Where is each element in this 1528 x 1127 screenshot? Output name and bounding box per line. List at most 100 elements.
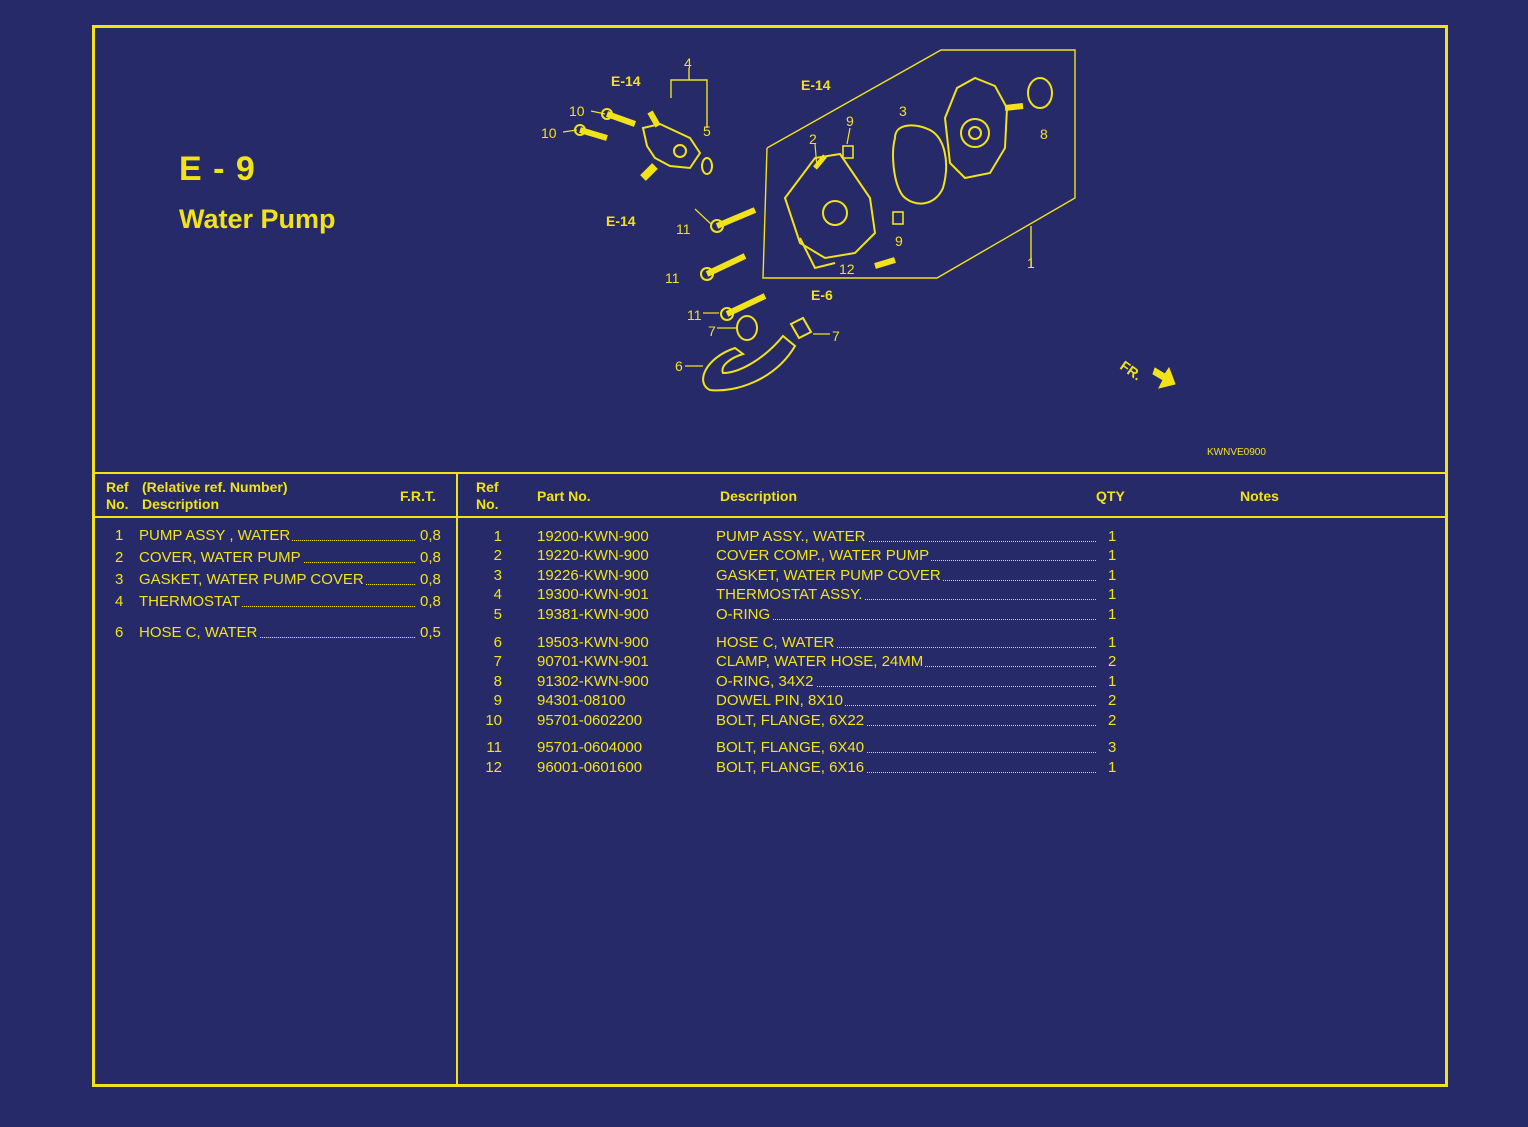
part-qty: 2 (1108, 653, 1117, 670)
part-qty: 1 (1108, 759, 1117, 776)
part-description-leader: O-RING (716, 605, 1096, 625)
vertical-divider (456, 472, 458, 1084)
frt-description: PUMP ASSY , WATER (139, 526, 293, 546)
frt-description: COVER, WATER PUMP (139, 548, 303, 568)
part-qty: 1 (1108, 634, 1117, 651)
frt-description: THERMOSTAT (139, 592, 243, 612)
frt-description-leader: HOSE C, WATER (139, 623, 415, 643)
part-description: BOLT, FLANGE, 6X16 (716, 758, 867, 778)
part-number: 19200-KWN-900 (537, 528, 649, 545)
part-qty: 1 (1108, 567, 1117, 584)
parts-header-notes: Notes (1240, 488, 1279, 504)
part-ref-no: 8 (493, 673, 502, 690)
part-qty: 1 (1108, 606, 1117, 623)
part-description: THERMOSTAT ASSY. (716, 585, 865, 605)
part-description: CLAMP, WATER HOSE, 24MM (716, 652, 926, 672)
diagram-label: 2 (809, 131, 817, 147)
parts-table-row: 9 94301-08100 DOWEL PIN, 8X10 2 (458, 691, 1445, 711)
diagram-code: KWNVE0900 (1207, 447, 1266, 458)
part-ref-no: 12 (485, 759, 502, 776)
part-description: O-RING, 34X2 (716, 672, 816, 692)
part-qty: 2 (1108, 692, 1117, 709)
frt-ref-no: 2 (115, 549, 124, 566)
part-description-leader: DOWEL PIN, 8X10 (716, 691, 1096, 711)
part-description: BOLT, FLANGE, 6X22 (716, 711, 867, 731)
diagram-label: 5 (703, 123, 711, 139)
frt-value: 0,8 (420, 571, 441, 588)
thermostat-housing-shape (640, 110, 713, 181)
frt-description-leader: PUMP ASSY , WATER (139, 526, 415, 546)
part-number: 91302-KWN-900 (537, 673, 649, 690)
diagram-label: 7 (708, 323, 716, 339)
diagram-label: 1 (1027, 255, 1035, 271)
part-description: DOWEL PIN, 8X10 (716, 691, 845, 711)
frt-description: HOSE C, WATER (139, 623, 260, 643)
parts-header-description: Description (720, 488, 798, 504)
part-ref-no: 3 (493, 567, 502, 584)
part-number: 19503-KWN-900 (537, 634, 649, 651)
part-description: O-RING (716, 605, 773, 625)
diagram-label: 11 (665, 270, 680, 286)
frt-value: 0,8 (420, 593, 441, 610)
diagram-label: 11 (676, 221, 691, 237)
part-ref-no: 4 (493, 586, 502, 603)
part-number: 19300-KWN-901 (537, 586, 649, 603)
part-description-leader: COVER COMP., WATER PUMP (716, 546, 1096, 566)
part-qty: 1 (1108, 673, 1117, 690)
part-description: BOLT, FLANGE, 6X40 (716, 738, 867, 758)
part-qty: 1 (1108, 547, 1117, 564)
parts-header-underline (458, 516, 1445, 518)
diagram-label: 10 (541, 125, 557, 141)
part-ref-no: 7 (493, 653, 502, 670)
parts-header-ref: Ref No. (476, 479, 499, 512)
water-pump-cover-shape (783, 152, 877, 270)
frt-value: 0,8 (420, 549, 441, 566)
part-description-leader: GASKET, WATER PUMP COVER (716, 566, 1096, 586)
diagram-label: 4 (684, 55, 692, 71)
frt-value: 0,8 (420, 527, 441, 544)
part-description-leader: O-RING, 34X2 (716, 672, 1096, 692)
parts-catalog-frame: E - 9 Water Pump (92, 25, 1448, 1087)
frt-ref-no: 4 (115, 593, 124, 610)
part-ref-no: 9 (493, 692, 502, 709)
frt-table-row: 1 PUMP ASSY , WATER 0,8 (95, 526, 456, 546)
frt-description-leader: GASKET, WATER PUMP COVER (139, 570, 415, 590)
callout-e14-bottom: E-14 (606, 213, 636, 229)
frt-header-description: (Relative ref. Number) Description (142, 479, 288, 512)
frt-ref-no: 1 (115, 527, 124, 544)
part-number: 19220-KWN-900 (537, 547, 649, 564)
part-qty: 1 (1108, 528, 1117, 545)
part-description: COVER COMP., WATER PUMP (716, 546, 932, 566)
frt-header-underline (95, 516, 456, 518)
part-number: 90701-KWN-901 (537, 653, 649, 670)
part-number: 94301-08100 (537, 692, 626, 709)
diagram-label: 3 (899, 103, 907, 119)
part-description: PUMP ASSY., WATER (716, 527, 868, 547)
o-ring-8-shape (1027, 77, 1053, 109)
part-qty: 3 (1108, 739, 1117, 756)
hose-c-shape (702, 334, 797, 392)
part-description-leader: CLAMP, WATER HOSE, 24MM (716, 652, 1096, 672)
frt-ref-no: 6 (115, 624, 124, 641)
part-number: 19226-KWN-900 (537, 567, 649, 584)
parts-table-row: 3 19226-KWN-900 GASKET, WATER PUMP COVER 1 (458, 566, 1445, 586)
part-qty: 1 (1108, 586, 1117, 603)
parts-header-qty: QTY (1096, 488, 1125, 504)
parts-table-row: 7 90701-KWN-901 CLAMP, WATER HOSE, 24MM 2 (458, 652, 1445, 672)
callout-e14-top-left: E-14 (611, 73, 641, 89)
part-description-leader: BOLT, FLANGE, 6X16 (716, 758, 1096, 778)
part-ref-no: 5 (493, 606, 502, 623)
diagram-label: 10 (569, 103, 585, 119)
part-description: HOSE C, WATER (716, 633, 837, 653)
horizontal-divider (95, 472, 1445, 474)
parts-table-row: 4 19300-KWN-901 THERMOSTAT ASSY. 1 (458, 585, 1445, 605)
frt-header-ref: Ref No. (106, 479, 129, 512)
